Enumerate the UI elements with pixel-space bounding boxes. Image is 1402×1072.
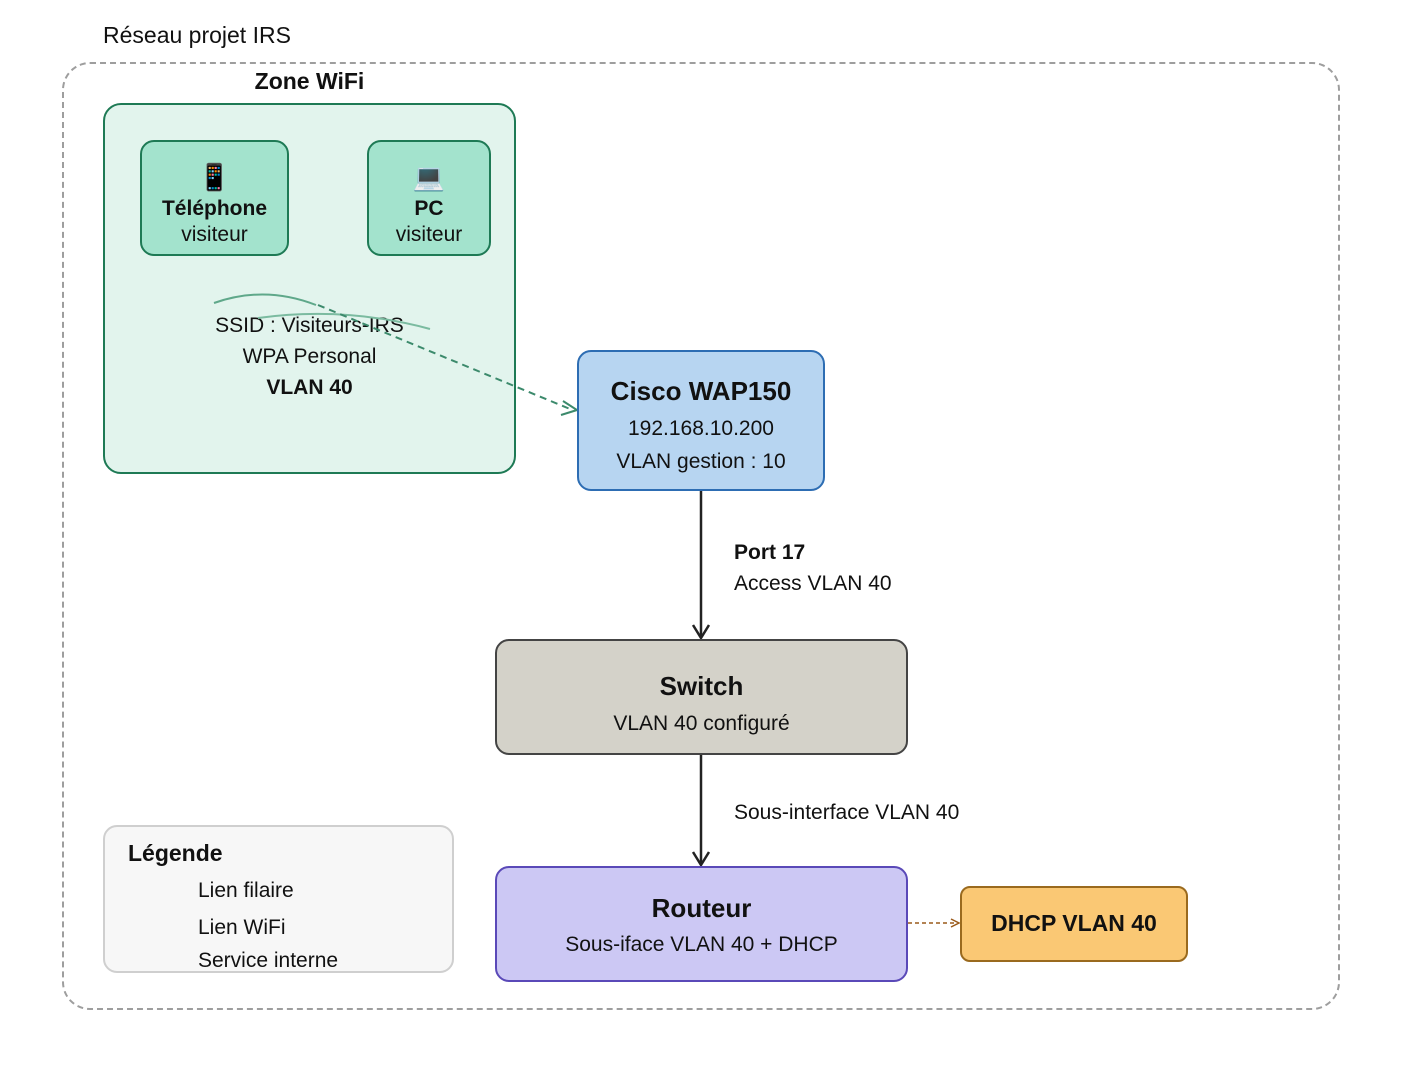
legend xyxy=(103,825,454,973)
legend-title: Légende xyxy=(128,840,223,866)
ssid-label: SSID : Visiteurs-IRS xyxy=(215,314,404,337)
switch-node: Switch VLAN 40 configuré xyxy=(495,639,908,755)
visitor-pc-name: PC xyxy=(414,197,444,220)
wap-switch-arrowhead xyxy=(691,624,711,641)
switch-name: Switch xyxy=(659,671,744,701)
visitor-pc-sub: visiteur xyxy=(395,223,463,246)
wifi-link-arrowhead xyxy=(560,400,580,416)
dhcp-name: DHCP VLAN 40 xyxy=(991,910,1157,936)
laptop-icon: 💻 xyxy=(412,162,446,192)
visitor-phone-name: Téléphone xyxy=(161,197,267,220)
visitor-pc-node: 💻 PC visiteur xyxy=(367,140,491,256)
wifi-wave-icon xyxy=(213,293,317,306)
port-label: Port 17 xyxy=(734,541,806,564)
port-mode-label: Access VLAN 40 xyxy=(734,572,892,595)
legend-wired-label: Lien filaire xyxy=(198,879,294,902)
subinterface-label: Sous-interface VLAN 40 xyxy=(734,801,960,824)
legend-wifi-label: Lien WiFi xyxy=(198,916,286,939)
visitor-phone-node: 📱 Téléphone visiteur xyxy=(140,140,289,256)
wifi-link-line xyxy=(317,304,571,410)
switch-router-arrowhead xyxy=(691,851,711,868)
mobile-phone-icon: 📱 xyxy=(198,162,231,192)
wifi-zone-title: Zone WiFi xyxy=(254,68,365,94)
wap-node: Cisco WAP150 192.168.10.200 VLAN gestion… xyxy=(577,350,825,491)
router-sub: Sous-iface VLAN 40 + DHCP xyxy=(565,933,838,956)
wap-mgmt-vlan: VLAN gestion : 10 xyxy=(616,450,786,473)
wap-ip: 192.168.10.200 xyxy=(628,417,774,440)
visitor-phone-sub: visiteur xyxy=(181,223,248,246)
legend-internal-label: Service interne xyxy=(198,949,339,972)
router-node: Routeur Sous-iface VLAN 40 + DHCP xyxy=(495,866,908,982)
wap-name: Cisco WAP150 xyxy=(610,376,792,406)
router-name: Routeur xyxy=(651,893,752,923)
router-dhcp-arrowhead xyxy=(950,918,961,928)
wifi-security-label: WPA Personal xyxy=(242,345,377,368)
diagram-title: Réseau projet IRS xyxy=(103,22,291,48)
wifi-wave-icon-2 xyxy=(257,312,431,330)
dhcp-node: DHCP VLAN 40 xyxy=(960,886,1188,962)
network-boundary xyxy=(62,62,1340,1010)
switch-sub: VLAN 40 configuré xyxy=(613,712,790,735)
wifi-vlan-label: VLAN 40 xyxy=(266,376,353,399)
